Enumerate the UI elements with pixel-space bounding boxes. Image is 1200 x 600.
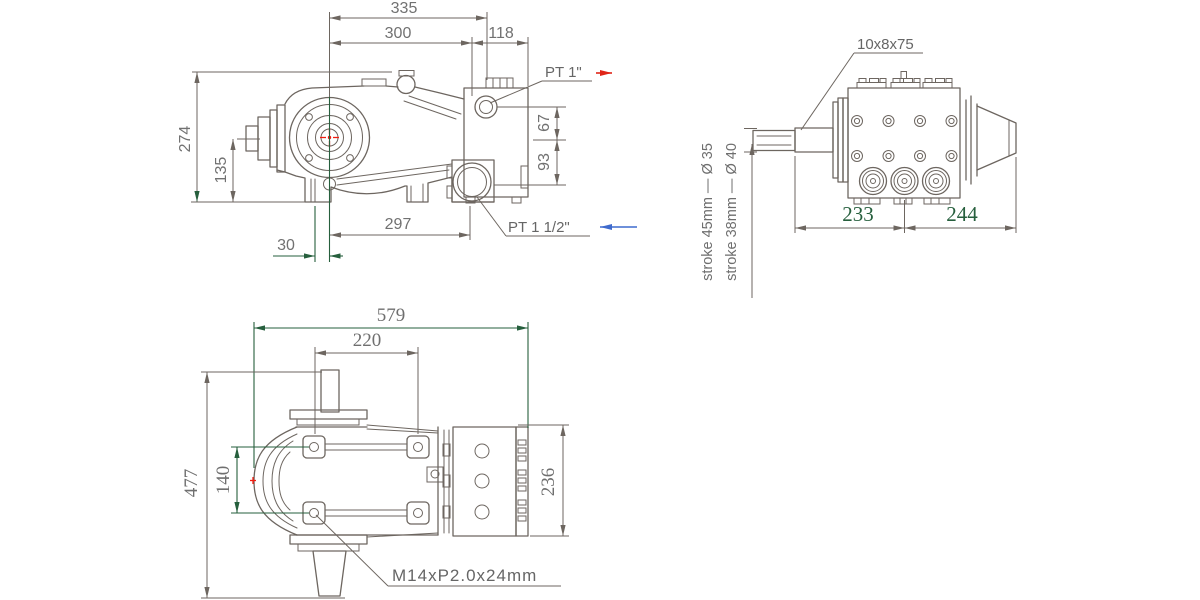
mounting-feet xyxy=(302,435,430,525)
dim-shaft-center-height-value: 135 xyxy=(213,157,230,184)
dim-overall-depth: 477 xyxy=(181,371,345,599)
top-view-head xyxy=(437,426,529,537)
dim-overall-depth-value: 477 xyxy=(181,469,202,498)
dim-overall-width: 335 xyxy=(329,0,488,97)
dim-suction-offset: 93 xyxy=(536,140,560,185)
front-view-bell xyxy=(965,95,1017,185)
dim-suction-offset-value: 93 xyxy=(536,153,553,171)
dim-shaft-center-height: 135 xyxy=(213,138,260,202)
dim-head-depth: 236 xyxy=(518,424,569,537)
dim-overall-width-value: 335 xyxy=(391,0,418,17)
side-view-body xyxy=(276,70,529,204)
dim-head-width: 118 xyxy=(472,25,529,86)
bell-center-mark xyxy=(250,477,256,484)
dim-body-width-value: 300 xyxy=(385,25,412,42)
dim-left-span: 233 xyxy=(794,156,905,233)
dim-foot-offset: 30 xyxy=(273,97,343,262)
side-view: 335 300 118 274 135 297 xyxy=(177,0,637,262)
dim-foot-span-width-value: 140 xyxy=(213,466,234,495)
dim-right-span: 244 xyxy=(904,157,1017,233)
dim-overall-length: 579 xyxy=(253,305,529,468)
dim-discharge-offset-value: 67 xyxy=(536,114,553,132)
side-view-shaft xyxy=(245,104,286,173)
front-view-shaft xyxy=(752,97,849,183)
front-view: 10x8x75 stroke 45mm — Ø 35 stroke 38mm —… xyxy=(700,36,1017,298)
suction-port-label-text: PT 1 1/2" xyxy=(508,219,570,236)
dim-overall-length-value: 579 xyxy=(377,305,406,326)
dim-head-width-value: 118 xyxy=(488,25,514,42)
dim-rear-length-value: 297 xyxy=(385,216,412,233)
foot-thread-label-text: M14xP2.0x24mm xyxy=(392,566,537,585)
front-view-body xyxy=(847,71,961,205)
dim-foot-span-width: 140 xyxy=(213,446,309,514)
dim-foot-span-length-value: 220 xyxy=(353,330,382,351)
dim-overall-height-value: 274 xyxy=(177,126,194,153)
dim-body-width: 300 xyxy=(330,25,473,96)
stroke-option-b-text: stroke 38mm — Ø 40 xyxy=(724,143,740,281)
dim-head-depth-value: 236 xyxy=(538,468,559,497)
top-view-shaft xyxy=(289,369,368,426)
discharge-port-label-text: PT 1" xyxy=(545,64,582,81)
top-view: 579 220 477 140 236 xyxy=(181,305,569,599)
dim-foot-offset-value: 30 xyxy=(277,237,295,254)
dim-foot-span-length: 220 xyxy=(314,330,419,434)
front-view-ports xyxy=(858,166,951,196)
stroke-option-a-text: stroke 45mm — Ø 35 xyxy=(700,143,716,281)
dim-discharge-offset: 67 xyxy=(494,106,566,186)
front-view-bolts xyxy=(851,115,958,162)
suction-port-label: PT 1 1/2" xyxy=(476,196,637,237)
top-view-crankcase xyxy=(250,424,444,538)
keyway-label: 10x8x75 xyxy=(800,36,923,131)
discharge-port xyxy=(474,95,498,119)
top-view-suction-flange xyxy=(289,534,368,597)
suction-port xyxy=(446,159,495,203)
keyway-label-text: 10x8x75 xyxy=(857,36,914,53)
discharge-port-label: PT 1" xyxy=(489,64,612,104)
dim-overall-height: 274 xyxy=(177,71,392,203)
foot-thread-label: M14xP2.0x24mm xyxy=(315,514,561,587)
dim-left-span-value: 233 xyxy=(842,202,874,226)
stroke-options: stroke 45mm — Ø 35 stroke 38mm — Ø 40 xyxy=(700,128,757,298)
dim-rear-length: 297 xyxy=(330,206,471,240)
dim-right-span-value: 244 xyxy=(946,202,978,226)
